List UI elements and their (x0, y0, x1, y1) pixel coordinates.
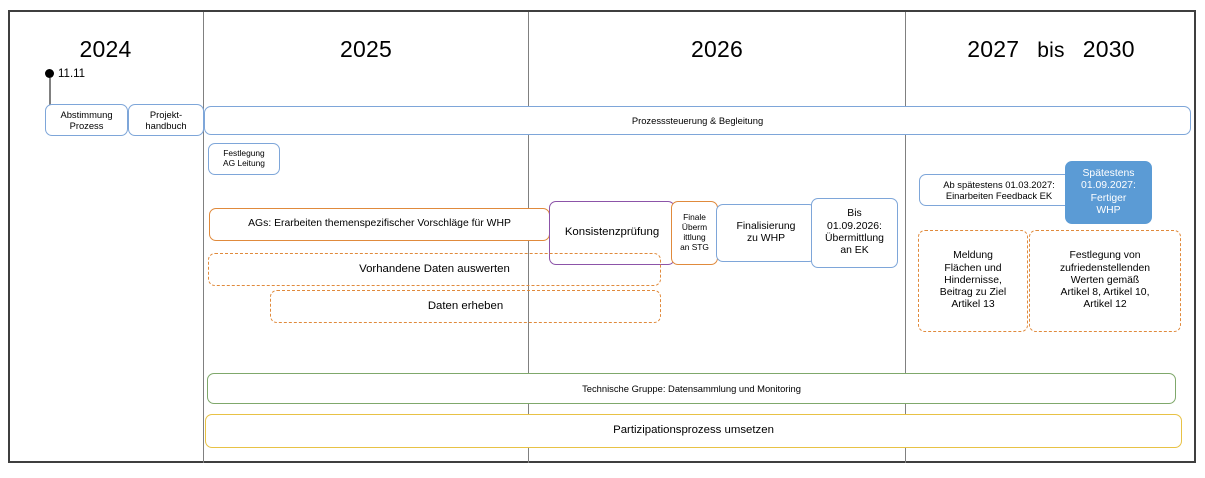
task-uebermittlung-ek-2026[interactable]: Bis 01.09.2026: Übermittlung an EK (811, 198, 898, 268)
task-vorhandene-daten-auswerten[interactable]: Vorhandene Daten auswerten (208, 253, 661, 286)
task-label-line4: an EK (840, 245, 869, 257)
milestone-label: 11.11 (58, 68, 86, 80)
year-range-start: 2027 (967, 36, 1020, 62)
task-label-line2: Flächen und (944, 262, 1002, 274)
task-label: Vorhandene Daten auswerten (359, 262, 510, 275)
task-label-line4: an STG (680, 241, 709, 252)
task-label-line2: Prozess (69, 120, 104, 131)
task-prozesssteuerung-begleitung[interactable]: Prozesssteuerung & Begleitung (204, 106, 1191, 135)
task-abstimmung-prozess[interactable]: Abstimmung Prozess (45, 104, 128, 136)
task-label: AGs: Erarbeiten themenspezifischer Vorsc… (248, 218, 511, 230)
task-label-line3: Werten gemäß (1070, 274, 1140, 286)
task-label: Konsistenzprüfung (564, 226, 660, 239)
task-technische-gruppe-monitoring[interactable]: Technische Gruppe: Datensammlung und Mon… (207, 373, 1176, 404)
task-label-line1: Abstimmung (60, 108, 113, 120)
task-label-line1: Projekt- (149, 108, 183, 120)
task-daten-erheben[interactable]: Daten erheben (270, 290, 661, 323)
task-label-line4: WHP (1096, 204, 1121, 216)
task-label-line3: Hindernisse, (944, 274, 1002, 286)
task-label-line1: Festlegung (223, 148, 265, 159)
year-range-end: 2030 (1082, 36, 1135, 62)
task-fertiger-whp[interactable]: Spätestens 01.09.2027: Fertiger WHP (1065, 161, 1152, 224)
task-label: Daten erheben (427, 299, 504, 312)
task-meldung-flaechen-hindernisse[interactable]: Meldung Flächen und Hindernisse, Beitrag… (918, 230, 1028, 332)
milestone-dot-icon (45, 69, 54, 78)
year-range-connector: bis (1037, 39, 1065, 62)
task-label-line1: Spätestens (1082, 167, 1135, 179)
year-header-2026: 2026 (691, 36, 743, 62)
task-label-line2: 01.09.2026: (827, 220, 882, 232)
diagram-frame (8, 10, 1196, 463)
year-header-2024: 2024 (79, 36, 132, 62)
year-header-2025: 2025 (340, 36, 392, 62)
task-label-line1: Finale (683, 212, 706, 223)
task-label-line4: Artikel 8, Artikel 10, (1060, 287, 1150, 299)
task-label-line5: Artikel 12 (1083, 299, 1127, 311)
task-finalisierung-whp[interactable]: Finalisierung zu WHP (716, 204, 816, 262)
column-divider-2024-2025 (203, 12, 204, 463)
task-ags-vorschlaege-whp[interactable]: AGs: Erarbeiten themenspezifischer Vorsc… (209, 208, 550, 241)
year-header-2027-bis-2030: 2027 bis 2030 (906, 36, 1196, 63)
task-label-line2: zufriedenstellenden (1059, 262, 1151, 274)
task-partizipationsprozess-umsetzen[interactable]: Partizipationsprozess umsetzen (205, 414, 1182, 448)
task-label-line2: Überm (681, 222, 708, 233)
task-label-line2: 01.09.2027: (1081, 180, 1136, 192)
milestone-connector-line (49, 78, 51, 105)
task-label-line3: Übermittlung (825, 233, 884, 244)
task-label-line2: Einarbeiten Feedback EK (945, 190, 1053, 201)
column-divider-2026-2027 (905, 12, 906, 463)
task-einarbeiten-feedback-ek[interactable]: Ab spätestens 01.03.2027: Einarbeiten Fe… (919, 174, 1079, 206)
task-label-line4: Beitrag zu Ziel (939, 287, 1007, 299)
task-festlegung-ag-leitung[interactable]: Festlegung AG Leitung (208, 143, 280, 175)
task-label-line2: handbuch (145, 120, 187, 131)
task-label-line1: Bis (847, 208, 862, 220)
task-label-line1: Finalisierung (736, 220, 796, 232)
task-label: Partizipationsprozess umsetzen (613, 424, 774, 437)
task-label-line3: Fertiger (1090, 192, 1127, 204)
task-projekthandbuch[interactable]: Projekt- handbuch (128, 104, 204, 136)
task-label-line3: ittlung (683, 232, 706, 242)
task-label: Technische Gruppe: Datensammlung und Mon… (582, 382, 801, 394)
task-festlegung-zufriedenstellende-werte[interactable]: Festlegung von zufriedenstellenden Werte… (1029, 230, 1181, 332)
task-label-line5: Artikel 13 (951, 299, 995, 311)
task-label-line1: Festlegung von (1069, 250, 1141, 262)
task-label: Prozesssteuerung & Begleitung (631, 114, 764, 126)
task-finale-uebermittlung-stg[interactable]: Finale Überm ittlung an STG (671, 201, 718, 265)
task-label-line2: AG Leitung (223, 158, 265, 168)
task-label-line2: zu WHP (746, 233, 786, 244)
task-label-line1: Ab spätestens 01.03.2027: (943, 178, 1055, 190)
task-label-line1: Meldung (953, 250, 993, 262)
